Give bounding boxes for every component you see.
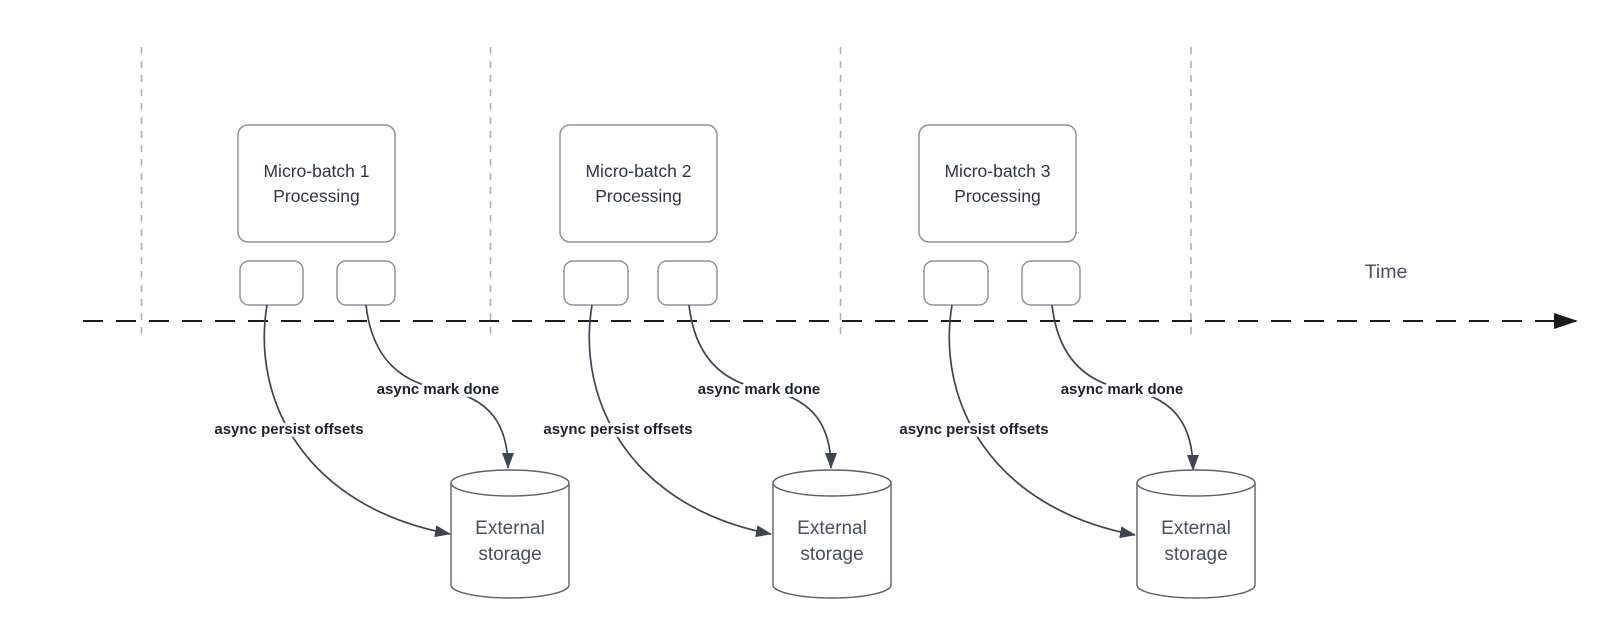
micro-batch-2-mark-done-label: async mark done [698, 381, 821, 398]
micro-batch-3-label-line2: Processing [954, 186, 1041, 206]
cylinder-top [450, 469, 570, 497]
micro-batch-3-persist-offsets-label: async persist offsets [899, 421, 1048, 438]
micro-batch-2-mark-done-arrow [688, 304, 837, 469]
storage-label-line2: storage [1164, 544, 1227, 565]
time-axis-label: Time [1365, 261, 1408, 283]
storage-label-line1: External [797, 518, 867, 539]
cylinder-top [772, 469, 892, 497]
micro-batch-1-external-storage-cylinder: External storage [450, 469, 570, 599]
micro-batch-1-subtask-box-right [336, 260, 396, 306]
micro-batch-3-box [918, 124, 1077, 243]
micro-batch-2-box [559, 124, 718, 243]
micro-batch-2-label-line1: Micro-batch 2 [585, 161, 691, 181]
micro-batch-1-mark-done-label: async mark done [377, 381, 500, 398]
cylinder-body [1136, 483, 1256, 599]
micro-batch-3-subtask-box-left [923, 260, 989, 306]
storage-label-line1: External [475, 518, 545, 539]
micro-batch-1-label-line2: Processing [273, 186, 360, 206]
micro-batch-3-external-storage-cylinder: External storage [1136, 469, 1256, 599]
micro-batch-3-subtask-box-right [1021, 260, 1081, 306]
micro-batch-1-persist-offsets-arrow [263, 304, 451, 538]
micro-batch-2-external-storage-cylinder: External storage [772, 469, 892, 599]
micro-batch-3-mark-done-label: async mark done [1061, 381, 1184, 398]
storage-label-line2: storage [478, 544, 541, 565]
micro-batch-1-mark-done-arrow [365, 304, 514, 469]
micro-batch-3-group: Micro-batch 3 Processing async mark done… [896, 124, 1256, 599]
micro-batch-2-persist-offsets-label: async persist offsets [543, 421, 692, 438]
micro-batch-1-persist-offsets-label: async persist offsets [214, 421, 363, 438]
micro-batch-2-label-line2: Processing [595, 186, 682, 206]
micro-batch-3-label-line1: Micro-batch 3 [944, 161, 1050, 181]
micro-batch-3-mark-done-arrow [1051, 304, 1199, 471]
micro-batch-2-group: Micro-batch 2 Processing async mark done… [540, 124, 892, 599]
micro-batch-1-box [237, 124, 396, 243]
micro-batch-1-label-line1: Micro-batch 1 [263, 161, 369, 181]
cylinder-top [1136, 469, 1256, 497]
storage-label-line2: storage [800, 544, 863, 565]
micro-batch-3-persist-offsets-arrow [948, 304, 1136, 539]
micro-batch-1-subtask-box-left [239, 260, 304, 306]
cylinder-body [772, 483, 892, 599]
micro-batch-2-subtask-box-right [657, 260, 718, 306]
micro-batch-2-persist-offsets-arrow [588, 304, 772, 538]
micro-batch-1-group: Micro-batch 1 Processing async mark done… [211, 124, 570, 599]
storage-label-line1: External [1161, 518, 1231, 539]
cylinder-body [450, 483, 570, 599]
micro-batch-2-subtask-box-left [563, 260, 629, 306]
